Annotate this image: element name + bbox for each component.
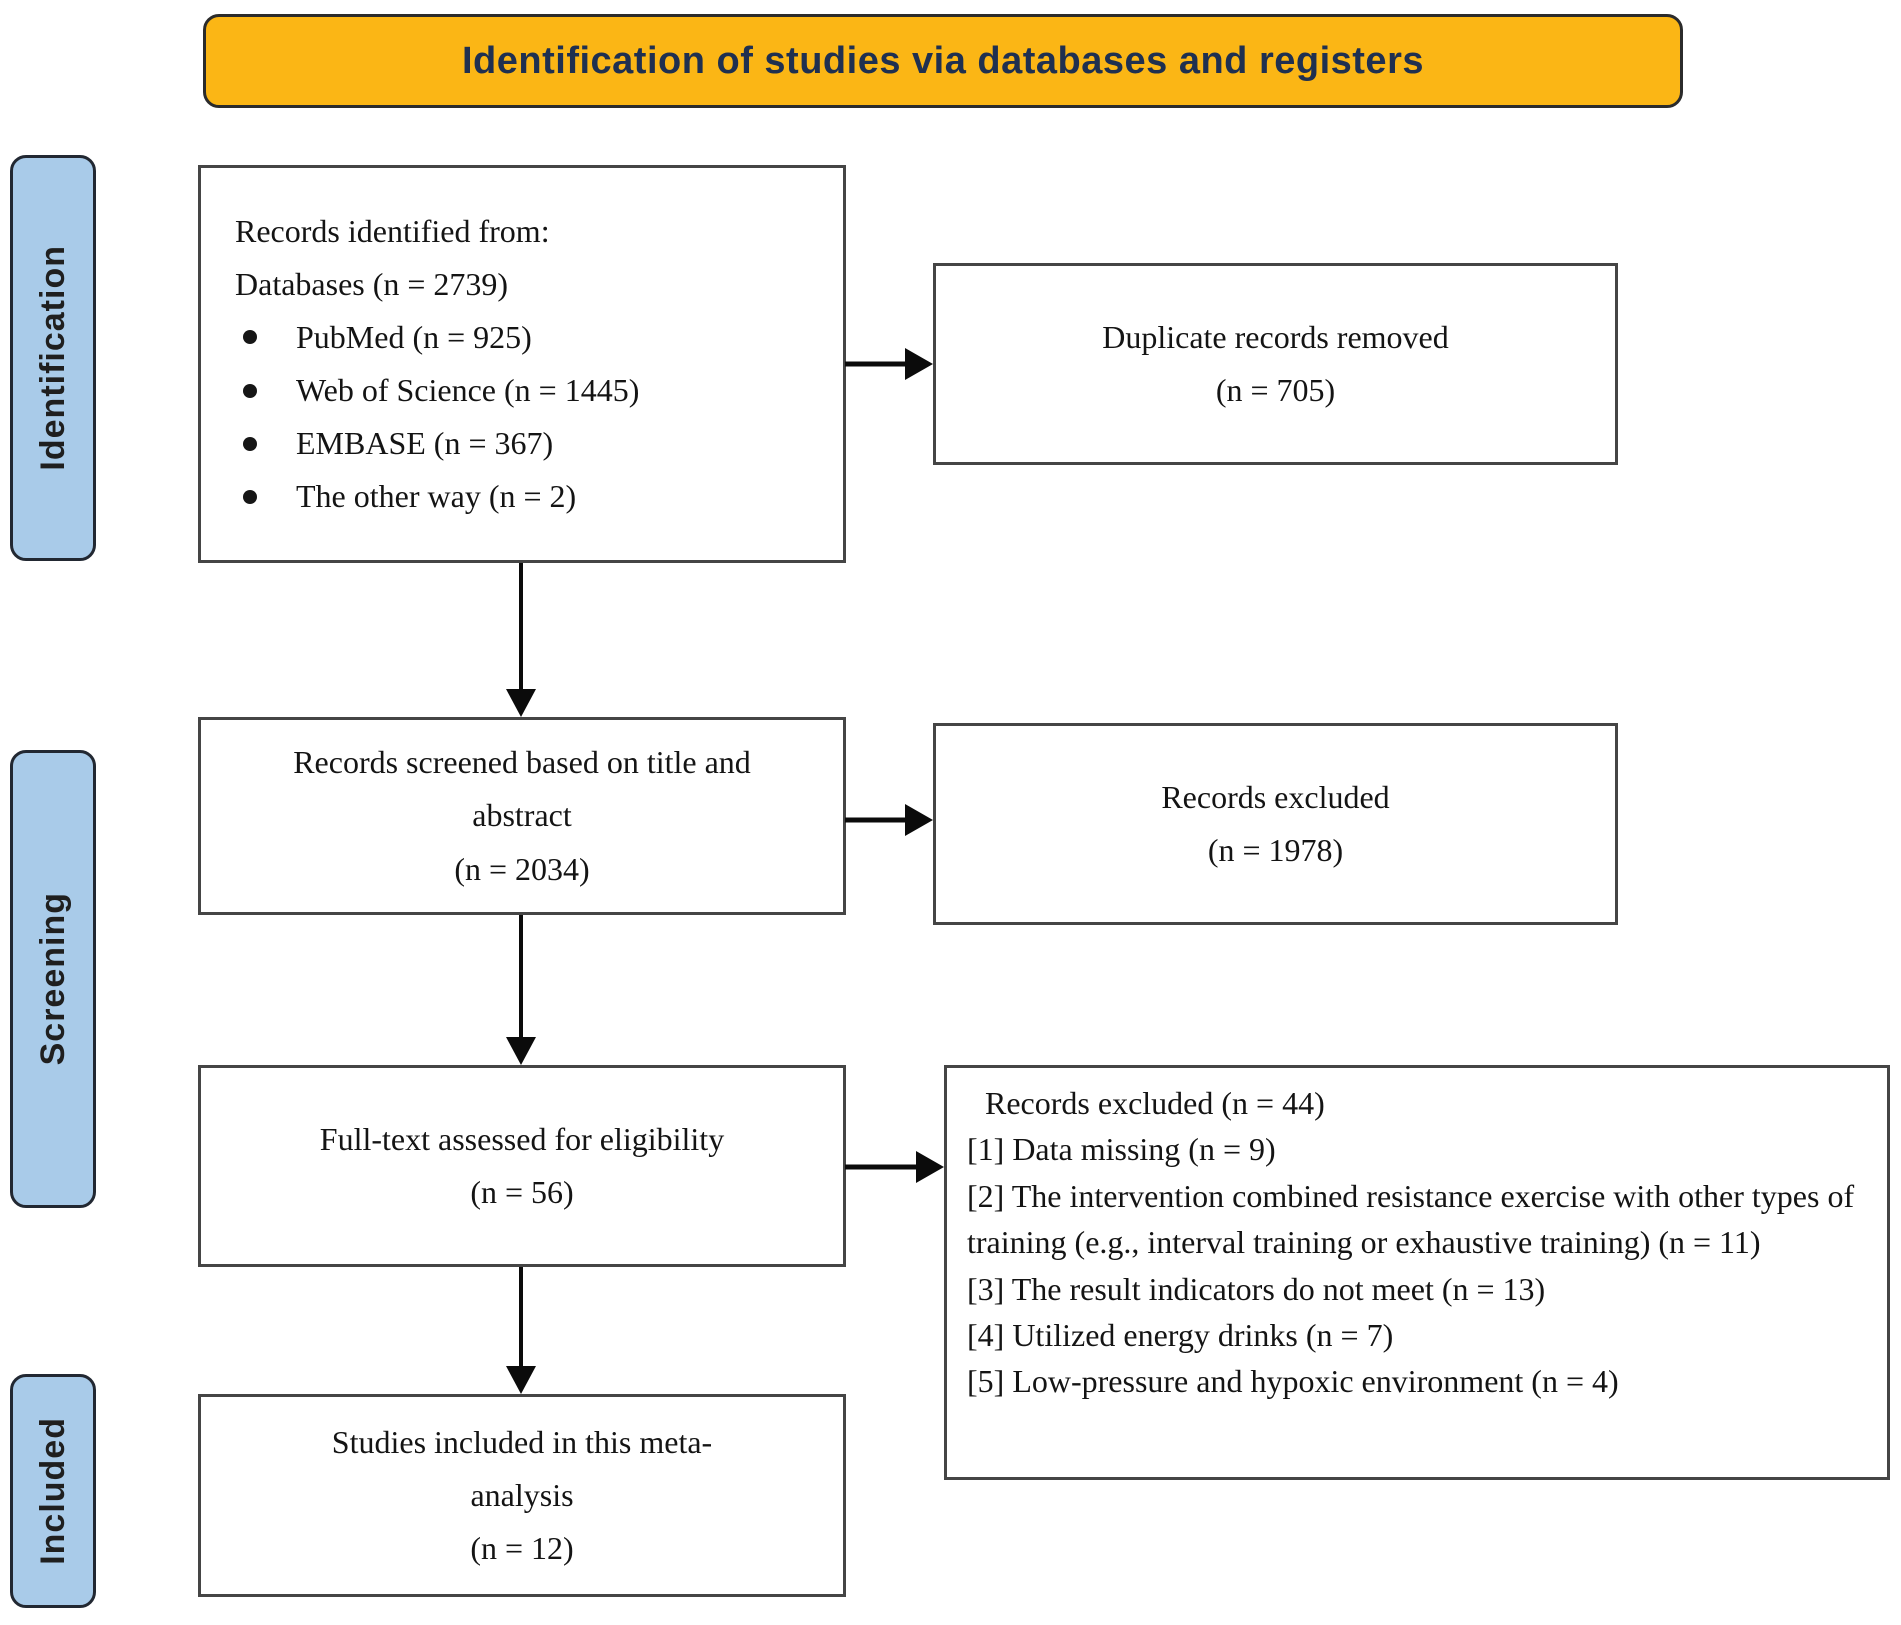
- box-fulltext-assessed: Full-text assessed for eligibility (n = …: [198, 1065, 846, 1267]
- stage-bar-identification: Identification: [10, 155, 96, 561]
- bullet-icon: [243, 489, 257, 504]
- stage-bar-screening: Screening: [10, 750, 96, 1208]
- exclusion-reason-2: [2] The intervention combined resistance…: [967, 1177, 1855, 1261]
- studies-included-count: (n = 12): [470, 1530, 574, 1567]
- fulltext-assessed-count: (n = 56): [470, 1174, 574, 1210]
- arrow-shaft: [519, 1267, 523, 1367]
- bullet-icon: [243, 436, 257, 451]
- arrow-right-icon: [845, 804, 933, 836]
- exclusion-reason-3: [3] The result indicators do not meet (n…: [967, 1270, 1546, 1307]
- box-records-screened: Records screened based on title and abst…: [198, 717, 846, 915]
- banner-title: Identification of studies via databases …: [462, 39, 1424, 82]
- records-screened-line: Records screened based on title and: [293, 744, 751, 781]
- exclusion-reason-1: [1] Data missing (n = 9): [967, 1131, 1276, 1168]
- arrow-shaft: [519, 915, 523, 1038]
- bullet-icon: [243, 330, 257, 345]
- records-screened-count: (n = 2034): [454, 850, 590, 887]
- arrow-right-icon: [845, 1151, 944, 1183]
- database-bullet-web-of-science: Web of Science (n = 1445): [235, 364, 827, 417]
- arrow-down-icon: [506, 915, 536, 1065]
- excluded-fulltext-title: Records excluded (n = 44): [985, 1085, 1325, 1121]
- box-studies-included: Studies included in this meta- analysis …: [198, 1394, 846, 1597]
- bullet-text: PubMed (n = 925): [296, 318, 532, 355]
- database-bullet-pubmed: PubMed (n = 925): [235, 311, 827, 364]
- stage-label-identification: Identification: [33, 245, 72, 471]
- arrow-right-icon: [845, 348, 933, 380]
- database-bullet-other-way: The other way (n = 2): [235, 470, 827, 523]
- bullet-text: EMBASE (n = 367): [296, 425, 554, 462]
- records-screened-line: abstract: [472, 797, 572, 834]
- records-identified-line: Records identified from:: [235, 212, 550, 249]
- arrow-head-icon: [506, 689, 536, 717]
- box-records-identified: Records identified from: Databases (n = …: [198, 165, 846, 563]
- studies-included-line: analysis: [470, 1476, 574, 1513]
- arrow-shaft: [845, 817, 907, 823]
- arrow-shaft: [519, 563, 523, 690]
- records-excluded-count: (n = 1978): [1207, 832, 1344, 868]
- duplicates-removed-count: (n = 705): [1215, 372, 1336, 408]
- arrow-head-icon: [506, 1366, 536, 1394]
- records-identified-line: Databases (n = 2739): [235, 265, 509, 302]
- box-records-excluded-screening: Records excluded (n = 1978): [933, 723, 1618, 925]
- fulltext-assessed-line: Full-text assessed for eligibility: [319, 1120, 725, 1157]
- duplicates-removed-line: Duplicate records removed: [1102, 318, 1449, 355]
- bullet-icon: [243, 383, 257, 398]
- arrow-head-icon: [905, 348, 933, 380]
- arrow-head-icon: [916, 1151, 944, 1183]
- studies-included-line: Studies included in this meta-: [331, 1423, 713, 1460]
- arrow-shaft: [845, 1164, 918, 1170]
- stage-bar-included: Included: [10, 1374, 96, 1608]
- box-duplicate-records-removed: Duplicate records removed (n = 705): [933, 263, 1618, 465]
- records-excluded-line: Records excluded: [1161, 778, 1390, 815]
- exclusion-reason-5: [5] Low-pressure and hypoxic environment…: [967, 1363, 1619, 1400]
- arrow-down-icon: [506, 563, 536, 717]
- bullet-text: The other way (n = 2): [296, 478, 577, 515]
- stage-label-screening: Screening: [33, 892, 72, 1066]
- box-records-excluded-fulltext: Records excluded (n = 44) [1] Data missi…: [944, 1065, 1890, 1480]
- stage-label-included: Included: [33, 1417, 72, 1565]
- exclusion-reason-4: [4] Utilized energy drinks (n = 7): [967, 1316, 1394, 1353]
- arrow-down-icon: [506, 1267, 536, 1394]
- database-bullet-embase: EMBASE (n = 367): [235, 417, 827, 470]
- arrow-head-icon: [506, 1037, 536, 1065]
- arrow-shaft: [845, 361, 907, 367]
- banner: Identification of studies via databases …: [203, 14, 1683, 108]
- bullet-text: Web of Science (n = 1445): [296, 372, 640, 408]
- arrow-head-icon: [905, 804, 933, 836]
